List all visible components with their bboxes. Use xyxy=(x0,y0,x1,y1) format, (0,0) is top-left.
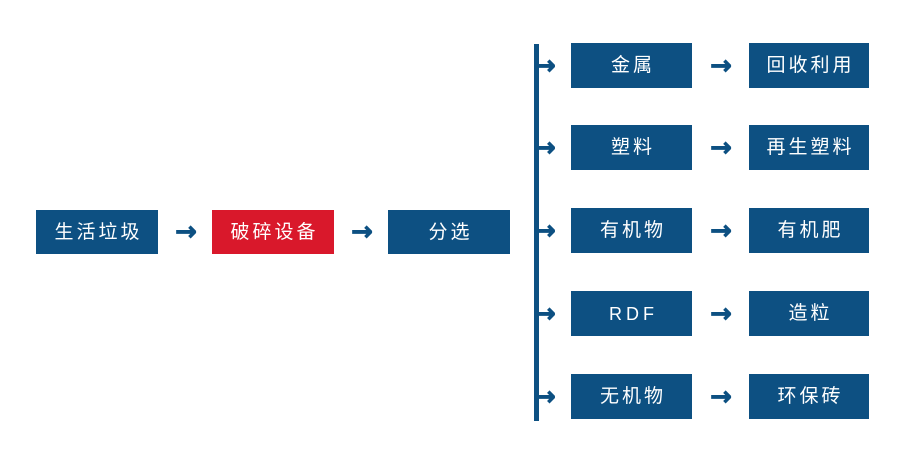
node-crusher[interactable]: 破碎设备 xyxy=(212,210,334,254)
node-fraction-inorganic[interactable]: 无机物 xyxy=(571,374,692,419)
node-fraction-metal[interactable]: 金属 xyxy=(571,43,692,88)
node-fraction-organic[interactable]: 有机物 xyxy=(571,208,692,253)
arrow-right-icon-organic-to-product: → xyxy=(710,215,733,246)
arrow-right-icon-branch-plastic: → xyxy=(534,132,557,163)
arrow-right-icon-rdf-to-product: → xyxy=(710,298,733,329)
arrow-right-icon-branch-inorganic: → xyxy=(534,381,557,412)
node-fraction-plastic[interactable]: 塑料 xyxy=(571,125,692,170)
node-input[interactable]: 生活垃圾 xyxy=(36,210,158,254)
node-product-eco-brick[interactable]: 环保砖 xyxy=(749,374,869,419)
arrow-right-icon-crusher-to-sorting: → xyxy=(351,217,374,247)
node-fraction-rdf[interactable]: RDF xyxy=(571,291,692,336)
node-product-organic-fertilizer[interactable]: 有机肥 xyxy=(749,208,869,253)
node-sorting[interactable]: 分选 xyxy=(388,210,510,254)
node-product-recycled-plastic[interactable]: 再生塑料 xyxy=(749,125,869,170)
node-product-granulation[interactable]: 造粒 xyxy=(749,291,869,336)
arrow-right-icon-branch-organic: → xyxy=(534,215,557,246)
arrow-right-icon-input-to-crusher: → xyxy=(175,217,198,247)
arrow-right-icon-plastic-to-product: → xyxy=(710,132,733,163)
arrow-right-icon-branch-metal: → xyxy=(534,50,557,81)
node-product-recycling[interactable]: 回收利用 xyxy=(749,43,869,88)
arrow-right-icon-branch-rdf: → xyxy=(534,298,557,329)
branch-spine xyxy=(534,44,539,421)
arrow-right-icon-metal-to-product: → xyxy=(710,50,733,81)
arrow-right-icon-inorganic-to-product: → xyxy=(710,381,733,412)
